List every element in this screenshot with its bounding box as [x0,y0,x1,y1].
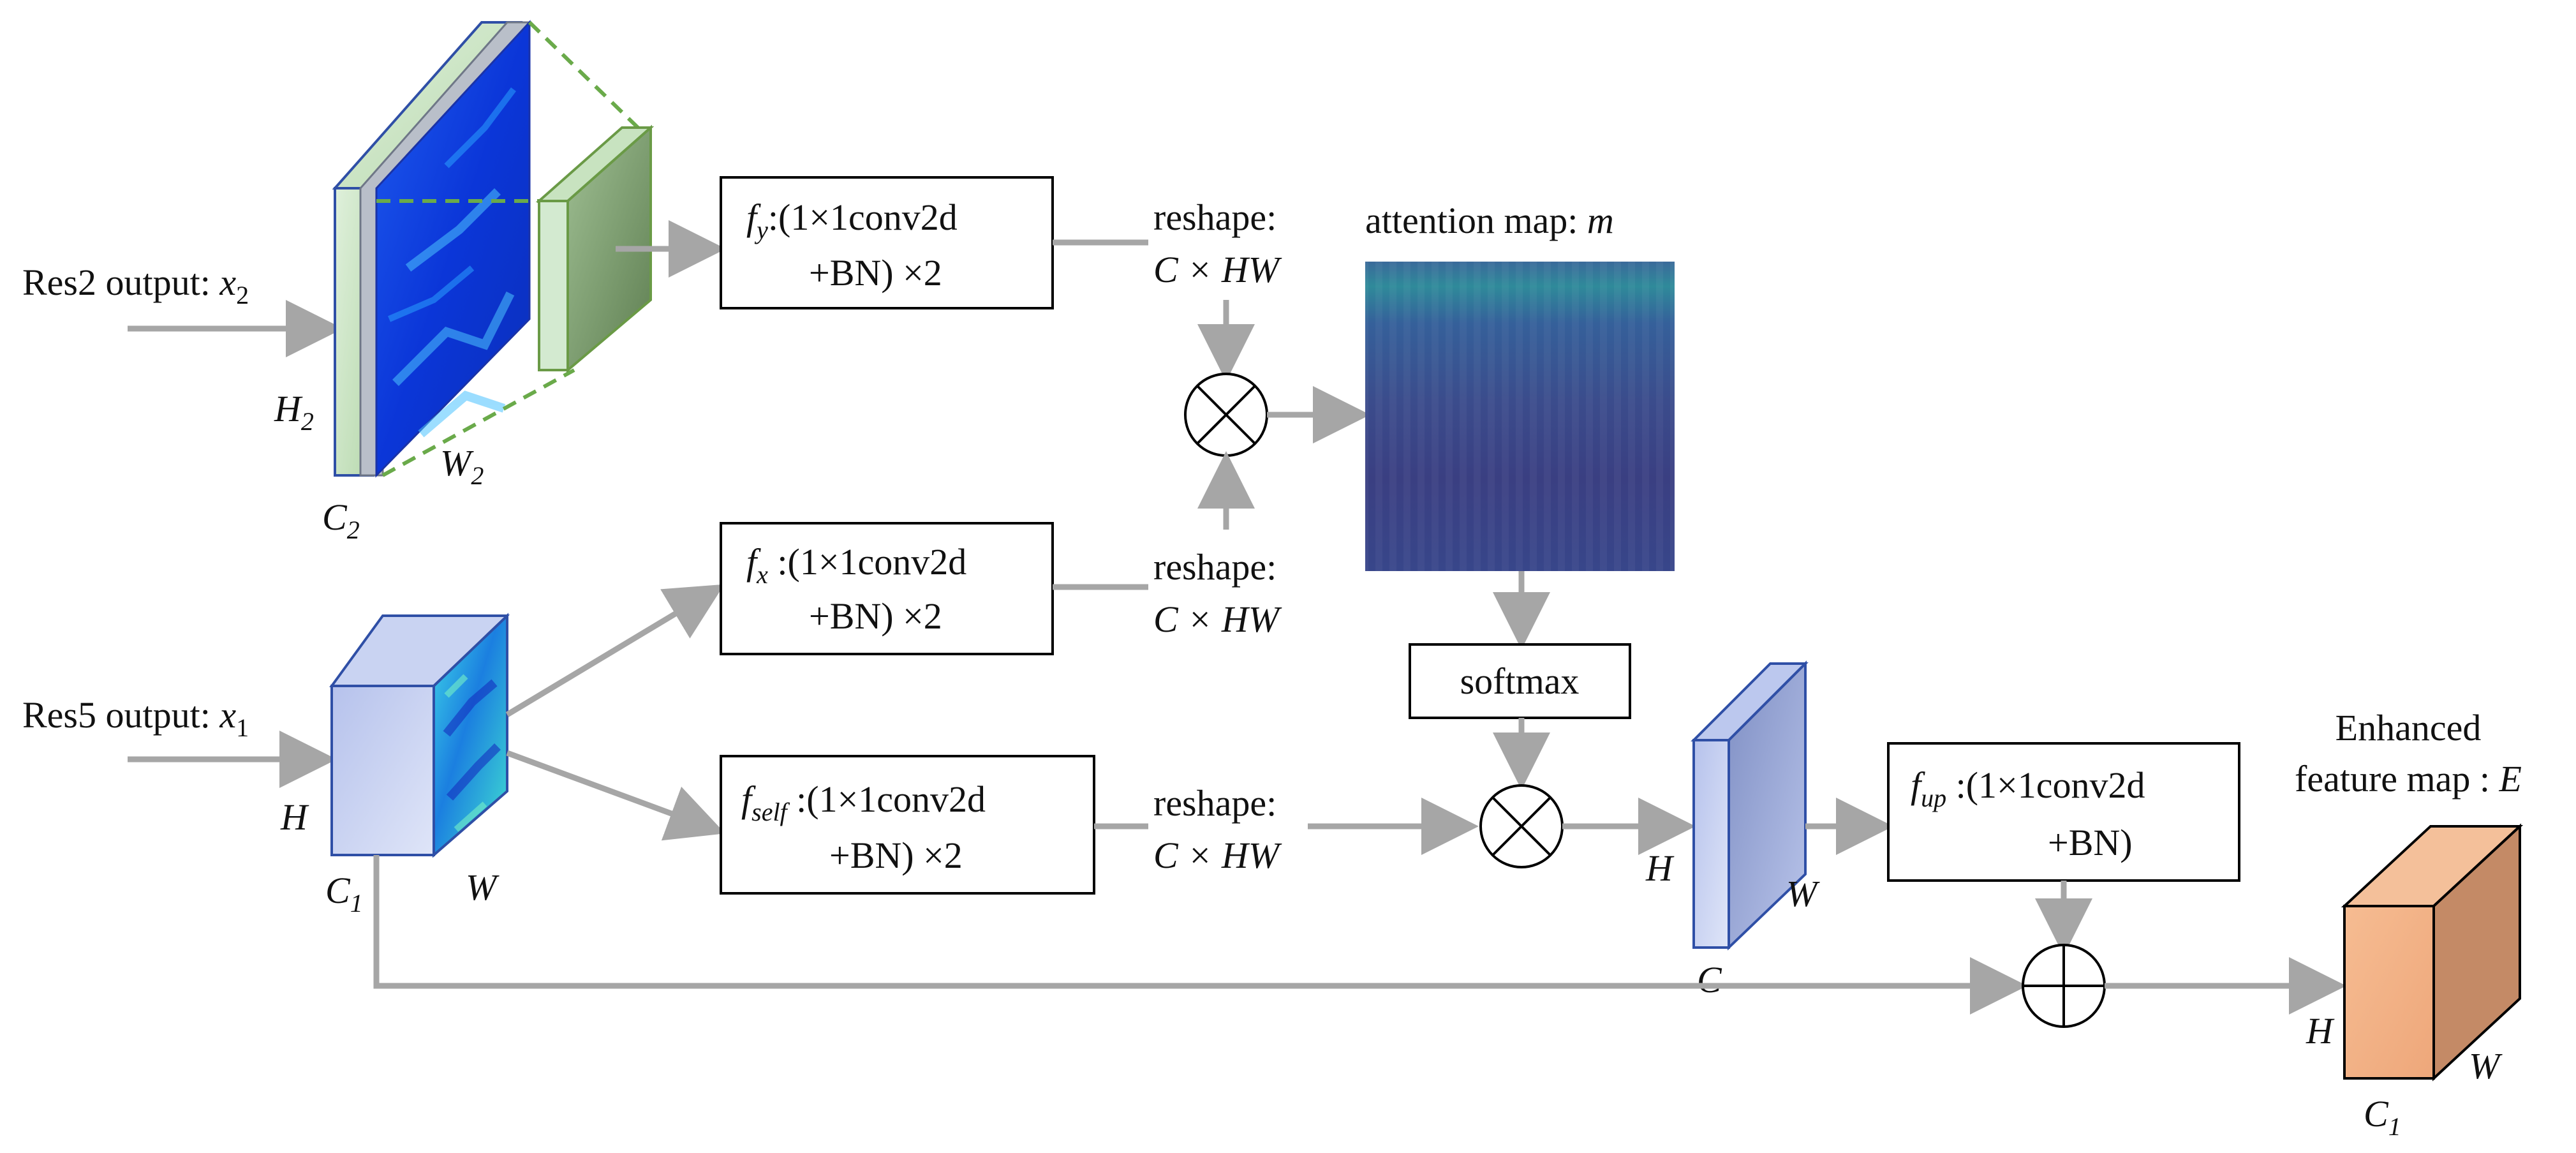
fy-block: fy:(1×1conv2d +BN) ×2 [720,176,1054,309]
fx-block: fx :(1×1conv2d +BN) ×2 [720,522,1054,655]
svg-text:reshape:: reshape: [1153,197,1277,238]
reshape-label-fself: reshape: C × HW [1153,782,1282,876]
reshape-label-fx: reshape: C × HW [1153,546,1282,640]
svg-text:Res2 output: x2: Res2 output: x2 [22,262,249,309]
res2-output-label: Res2 output: x2 [22,262,249,309]
skip-connection-arrow [373,855,2027,1015]
intermediate-feature-slab [1691,660,1809,951]
multiply-operator-2 [1479,784,1564,868]
add-operator [2022,944,2106,1028]
res5-output-label: Res5 output: x1 [22,694,249,742]
res2-patch-front [538,200,569,371]
dim-out-w-label: W [2469,1045,2503,1087]
svg-text:+BN): +BN) [2048,822,2133,863]
arrow-res5-to-fself [506,750,725,841]
svg-text:W: W [466,867,500,908]
projection-dash-top [528,20,640,130]
svg-text:reshape:: reshape: [1153,546,1277,588]
svg-text:H: H [2306,1010,2335,1052]
attention-map-label: attention map: m [1365,200,1614,241]
dim-h-label: H [280,796,309,838]
svg-text:+BN) ×2: +BN) ×2 [809,252,942,294]
softmax-block: softmax [1409,643,1631,719]
dim-mid-h-label: H [1645,847,1675,889]
svg-text:attention map: m: attention map: m [1365,200,1614,241]
svg-text:fup :(1×1conv2d: fup :(1×1conv2d [1911,764,2145,812]
fself-block: fself :(1×1conv2d +BN) ×2 [720,755,1095,895]
svg-text:Res5 output: x1: Res5 output: x1 [22,694,249,742]
dim-w2-label: W2 [440,442,484,490]
projection-dash-bottom [381,368,575,477]
svg-text:C2: C2 [322,496,360,544]
res5-heatmap-texture [443,674,501,832]
dim-out-c-label: C1 [2364,1093,2401,1141]
svg-text:H2: H2 [274,388,314,436]
svg-text:+BN) ×2: +BN) ×2 [809,595,942,637]
res2-patch-side [566,124,652,373]
dim-out-h-label: H [2306,1010,2335,1052]
res5-cube-front [330,685,435,856]
svg-text:softmax: softmax [1460,660,1580,702]
svg-text:C: C [1697,959,1722,1001]
reshape-label-fy: reshape: C × HW [1153,197,1282,290]
dim-mid-w-label: W [1786,873,1820,914]
svg-text:W: W [1786,873,1820,914]
svg-text:C × HW: C × HW [1153,835,1282,876]
svg-text:C × HW: C × HW [1153,249,1282,290]
svg-text:H: H [280,796,309,838]
res5-feature-cube [329,613,510,858]
svg-text:feature map : E: feature map : E [2295,758,2522,800]
enhanced-feature-cube [2341,823,2524,1082]
dim-mid-c-label: C [1697,959,1722,1001]
dim-c2-label: C2 [322,496,360,544]
arrow-res5-to-fx [505,584,725,717]
res2-feature-stack [332,20,655,478]
svg-text:H: H [1645,847,1675,889]
svg-text:reshape:: reshape: [1153,782,1277,824]
svg-text:C1: C1 [2364,1093,2401,1141]
svg-text:+BN) ×2: +BN) ×2 [829,835,963,876]
svg-text:fy:(1×1conv2d: fy:(1×1conv2d [746,197,958,244]
attention-map [1365,262,1675,571]
svg-text:C1: C1 [325,870,363,918]
dim-c1-label: C1 [325,870,363,918]
svg-text:Enhanced: Enhanced [2335,707,2482,748]
svg-text:C × HW: C × HW [1153,599,1282,640]
res2-heatmap-texture [388,87,516,438]
svg-text:fself :(1×1conv2d: fself :(1×1conv2d [741,778,986,826]
svg-text:W: W [2469,1045,2503,1087]
enhanced-feature-map-label: Enhanced feature map : E [2295,707,2522,800]
dim-h2-label: H2 [274,388,314,436]
dim-w-label: W [466,867,500,908]
multiply-operator-1 [1184,373,1268,457]
svg-text:fx :(1×1conv2d: fx :(1×1conv2d [746,541,966,589]
fup-block: fup :(1×1conv2d +BN) [1887,742,2240,882]
svg-text:W2: W2 [440,442,484,490]
